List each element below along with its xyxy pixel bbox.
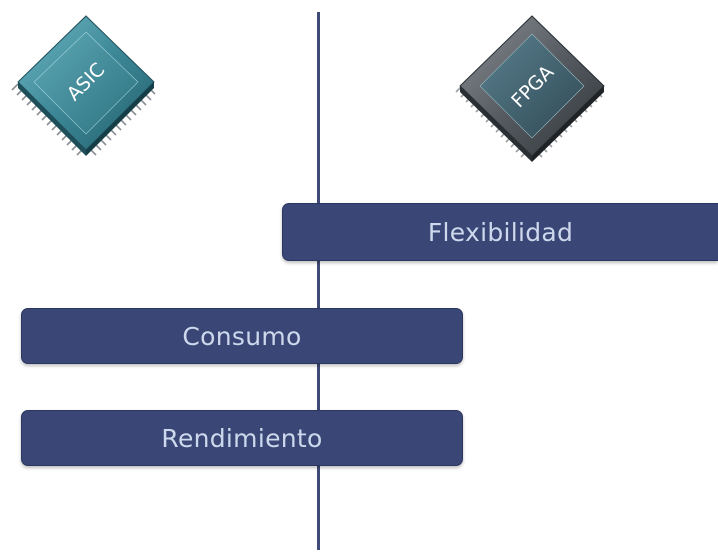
consumo-label: Consumo <box>182 321 302 351</box>
asic-chip-icon: ASIC <box>8 4 158 178</box>
center-divider <box>317 12 320 550</box>
rendimiento-label: Rendimiento <box>161 423 323 453</box>
flexibilidad-label: Flexibilidad <box>427 217 574 247</box>
rendimiento-bar: Rendimiento <box>21 410 463 466</box>
flexibilidad-bar: Flexibilidad <box>282 203 718 261</box>
consumo-bar: Consumo <box>21 308 463 364</box>
fpga-chip-icon: FPGA <box>450 4 610 183</box>
